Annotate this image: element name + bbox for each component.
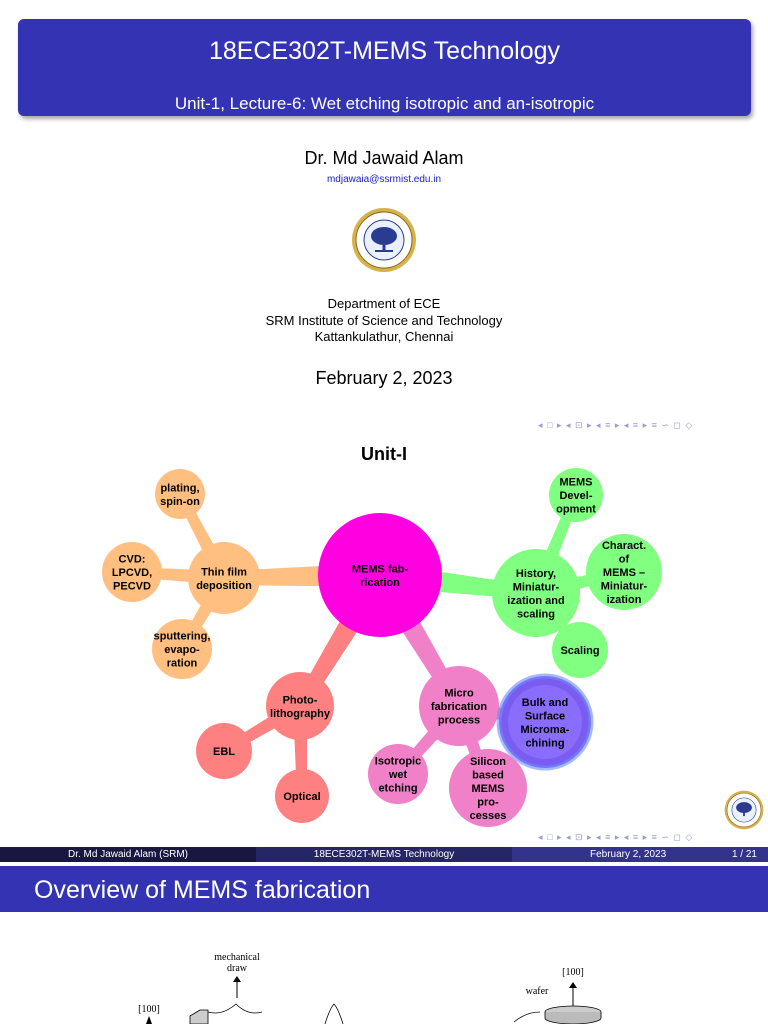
- mindmap-node-history: [492, 549, 580, 637]
- mindmap-center-node: [318, 513, 442, 637]
- beamer-navigation[interactable]: ◂ □ ▸ ◂ ⊡ ▸ ◂ ≡ ▸ ◂ ≡ ▸ ≡ ∽ ◻ ◇: [538, 420, 694, 430]
- draw-arrowhead: [233, 976, 241, 982]
- dir-left-arrowhead: [146, 1016, 152, 1024]
- wafer-flow-arrow: [513, 1011, 541, 1023]
- mindmap-node-history-child-2: [586, 534, 662, 610]
- mindmap-node-microfab-child-3: [449, 749, 527, 827]
- mindmap-node-thin-film: [188, 542, 260, 614]
- slide-title: 18ECE302T-MEMS Technology: [208, 37, 561, 65]
- mindmap-node-thin-film-child-3: [152, 619, 212, 679]
- label-direction-right: [100]: [562, 967, 584, 978]
- label-mechanical: mechanical: [214, 952, 260, 963]
- mindmap-label-photolithography: Photo-lithography: [270, 694, 331, 720]
- mindmap-title: Unit-I: [361, 444, 407, 464]
- presentation-date: February 2, 2023: [315, 368, 453, 388]
- srm-logo: [352, 208, 416, 272]
- label-direction-left: [100]: [138, 1004, 160, 1015]
- title-banner: 18ECE302T-MEMS Technology Unit-1, Lectur…: [18, 19, 751, 116]
- author-name: Dr. Md Jawaid Alam: [304, 148, 464, 168]
- footer-page-number: 1 / 21: [731, 849, 757, 860]
- institution-block: Department of ECE SRM Institute of Scien…: [0, 296, 768, 346]
- wafer-arrowhead: [569, 982, 577, 988]
- mindmap-label-thin-film-child-1: plating,spin-on: [160, 482, 200, 508]
- drawn-crystal: [207, 1003, 263, 1014]
- mindmap-node-photolithography-child-2: [275, 769, 329, 823]
- slide2-title: Overview of MEMS fabrication: [34, 876, 371, 904]
- department: Department of ECE: [327, 296, 441, 311]
- fabrication-figure: mechanical draw [100] [100] wafer: [138, 952, 602, 1024]
- footer-right: February 2, 2023 1 / 21: [512, 847, 768, 862]
- mindmap-node-photolithography-child-1: [196, 723, 252, 779]
- institute-location: Kattankulathur, Chennai: [314, 329, 454, 344]
- footer-course: 18ECE302T-MEMS Technology: [256, 847, 512, 862]
- label-wafer: wafer: [526, 986, 549, 997]
- author-email-link[interactable]: mdjawaia@ssrmist.edu.in: [326, 174, 442, 185]
- mindmap-node-microfab-child-2: [368, 744, 428, 804]
- mindmap-node-history-child-1: [549, 468, 603, 522]
- beamer-navigation-bottom[interactable]: ◂ □ ▸ ◂ ⊡ ▸ ◂ ≡ ▸ ◂ ≡ ▸ ≡ ∽ ◻ ◇: [538, 832, 694, 842]
- mindmap-label-thin-film-child-3: sputtering,evapo-ration: [154, 631, 211, 670]
- mindmap-center-label: MEMS fab-rication: [352, 563, 409, 589]
- mindmap-node-microfab-child-1: [508, 685, 582, 759]
- ingot-shape: [324, 1003, 344, 1024]
- mindmap-label-thin-film-child-2: CVD:LPCVD,PECVD: [112, 554, 152, 593]
- slide-footer: Dr. Md Jawaid Alam (SRM) 18ECE302T-MEMS …: [0, 847, 768, 862]
- mindmap-node-thin-film-child-2: [102, 542, 162, 602]
- srm-logo-small: [724, 790, 764, 830]
- wafer-edge: [544, 1012, 602, 1024]
- mindmap-label-photolithography-child-2: Optical: [283, 791, 320, 803]
- crystal-block: [189, 1009, 209, 1024]
- footer-author: Dr. Md Jawaid Alam (SRM): [0, 847, 256, 862]
- institute-name: SRM Institute of Science and Technology: [265, 312, 503, 328]
- mindmap-node-history-child-3: [552, 622, 608, 678]
- mindmap-label-photolithography-child-1: EBL: [213, 746, 235, 758]
- mindmap-node-thin-film-child-1: [155, 469, 205, 519]
- footer-date: February 2, 2023: [590, 849, 667, 860]
- mindmap-node-microfab: [419, 666, 499, 746]
- slide2-title-bar: Overview of MEMS fabrication: [0, 866, 768, 912]
- label-draw: draw: [227, 963, 248, 974]
- slide-subtitle: Unit-1, Lecture-6: Wet etching isotropic…: [174, 94, 595, 113]
- slide-title-page: 18ECE302T-MEMS Technology Unit-1, Lectur…: [0, 19, 768, 842]
- mindmap-label-history-child-3: Scaling: [560, 645, 599, 657]
- mindmap-node-photolithography: [266, 672, 334, 740]
